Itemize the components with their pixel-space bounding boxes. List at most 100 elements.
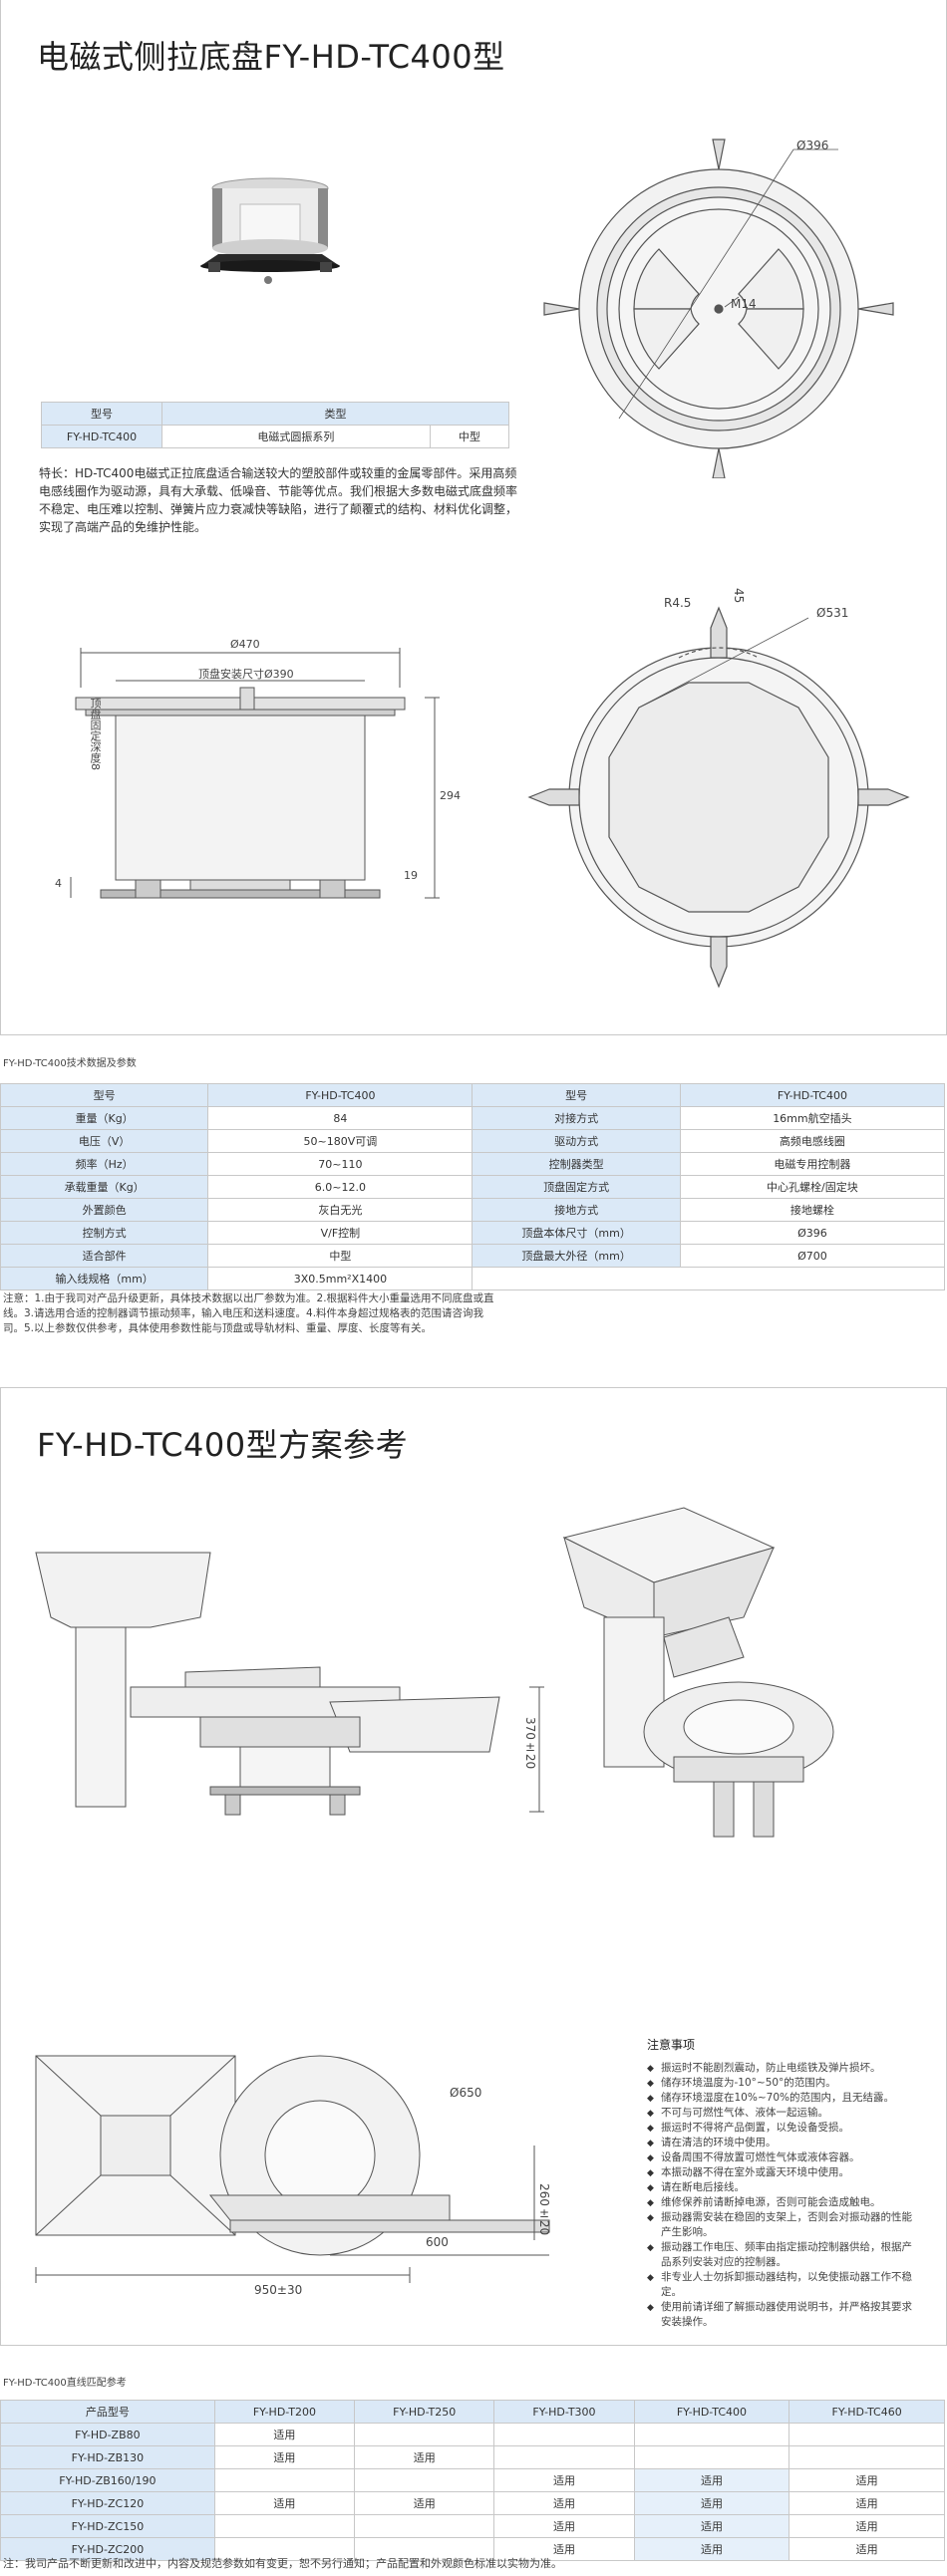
match-cell bbox=[493, 2423, 635, 2446]
spec-value: 3X0.5mm²X1400 bbox=[207, 1267, 474, 1290]
spec-row: 输入线规格（mm）3X0.5mm²X1400 bbox=[0, 1267, 945, 1290]
spec-label: 电压（V） bbox=[0, 1129, 209, 1153]
spec-value: 电磁专用控制器 bbox=[679, 1152, 946, 1176]
dim-depth: 顶盘固定深度8 bbox=[89, 698, 102, 770]
note-item: 振运时不能剧烈震动，防止电缆铁及弹片损坏。 bbox=[647, 2061, 916, 2077]
match-model-cell: FY-HD-ZB160/190 bbox=[0, 2468, 215, 2492]
note-item: 本振动器不得在室外或露天环境中使用。 bbox=[647, 2165, 916, 2181]
dim-d470: Ø470 bbox=[230, 638, 260, 651]
spec-value: 84 bbox=[207, 1106, 474, 1130]
match-cell: 适用 bbox=[633, 2468, 790, 2492]
dim-d531: Ø531 bbox=[816, 606, 849, 620]
spec-empty-cell bbox=[472, 1267, 945, 1290]
dim-w950: 950±30 bbox=[254, 2283, 303, 2297]
spec-label: 驱动方式 bbox=[472, 1129, 681, 1153]
match-cell: 适用 bbox=[789, 2537, 945, 2561]
dim-d396: Ø396 bbox=[796, 139, 829, 152]
spec-value: FY-HD-TC400 bbox=[207, 1083, 474, 1107]
solution-title: FY-HD-TC400型方案参考 bbox=[37, 1426, 409, 1464]
assembly-iso-drawing bbox=[562, 1507, 834, 1838]
spec-label: 频率（Hz） bbox=[0, 1152, 209, 1176]
match-model-cell: FY-HD-ZB80 bbox=[0, 2423, 215, 2446]
match-cell: 适用 bbox=[354, 2445, 495, 2469]
match-cell: 适用 bbox=[213, 2445, 356, 2469]
match-cell: 适用 bbox=[493, 2537, 635, 2561]
footer-note: 注：我司产品不断更新和改进中，内容及规范参数如有变更，恕不另行通知；产品配置和外… bbox=[3, 2557, 562, 2570]
match-cell bbox=[633, 2445, 790, 2469]
match-cell: 适用 bbox=[493, 2491, 635, 2515]
spec-value: V/F控制 bbox=[207, 1221, 474, 1245]
match-cell: 适用 bbox=[354, 2491, 495, 2515]
match-header-cell: 产品型号 bbox=[0, 2400, 215, 2424]
spec-caption: FY-HD-TC400技术数据及参数 bbox=[3, 1058, 137, 1069]
dim-4: 4 bbox=[55, 877, 62, 890]
spec-label: 控制器类型 bbox=[472, 1152, 681, 1176]
spec-row: 外置颜色灰白无光接地方式接地螺栓 bbox=[0, 1198, 946, 1222]
type-table-model: FY-HD-TC400 bbox=[41, 425, 162, 448]
spec-row: 电压（V）50~180V可调驱动方式高频电感线圈 bbox=[0, 1129, 946, 1153]
spec-label: 承载重量（Kg） bbox=[0, 1175, 209, 1199]
match-cell bbox=[633, 2423, 790, 2446]
assembly-side-drawing bbox=[35, 1552, 544, 1816]
match-cell bbox=[789, 2445, 945, 2469]
type-table-header-model: 型号 bbox=[41, 402, 162, 426]
match-cell: 适用 bbox=[633, 2491, 790, 2515]
type-table-header-type: 类型 bbox=[161, 402, 509, 426]
match-cell: 适用 bbox=[789, 2491, 945, 2515]
spec-label: 对接方式 bbox=[472, 1106, 681, 1130]
dim-r45: R4.5 bbox=[664, 596, 692, 610]
match-model-cell: FY-HD-ZC120 bbox=[0, 2491, 215, 2515]
spec-label: 外置颜色 bbox=[0, 1198, 209, 1222]
match-cell: 适用 bbox=[633, 2514, 790, 2538]
match-cell bbox=[354, 2514, 495, 2538]
spec-label: 控制方式 bbox=[0, 1221, 209, 1245]
match-cell: 适用 bbox=[633, 2537, 790, 2561]
features-text: 特长：HD-TC400电磁式正拉底盘适合输送较大的塑胶部件或较重的金属零部件。采… bbox=[39, 466, 518, 534]
note-item: 振动器需安装在稳固的支架上，否则会对振动器的性能产生影响。 bbox=[647, 2210, 916, 2240]
match-model-cell: FY-HD-ZB130 bbox=[0, 2445, 215, 2469]
dim-w600: 600 bbox=[426, 2235, 449, 2249]
solution-panel: FY-HD-TC400型方案参考 370±20 bbox=[0, 1387, 947, 2346]
note-item: 使用前请详细了解振动器使用说明书，并严格按其要求安装操作。 bbox=[647, 2300, 916, 2330]
spec-label: 型号 bbox=[472, 1083, 681, 1107]
bottom-view-drawing bbox=[527, 606, 910, 989]
match-cell bbox=[213, 2514, 356, 2538]
match-cell: 适用 bbox=[493, 2514, 635, 2538]
spec-value: 中型 bbox=[207, 1244, 474, 1268]
spec-label: 型号 bbox=[0, 1083, 209, 1107]
notes-box: 注意事项 振运时不能剧烈震动，防止电缆铁及弹片损坏。储存环境温度为-10°~50… bbox=[647, 2036, 916, 2330]
note-item: 请在断电后接线。 bbox=[647, 2180, 916, 2196]
side-view-drawing bbox=[70, 648, 440, 899]
spec-note: 注意：1.由于我司对产品升级更新，具体技术数据以出厂参数为准。2.根据料件大小重… bbox=[3, 1292, 494, 1334]
match-header-cell: FY-HD-T250 bbox=[354, 2400, 495, 2424]
dim-19: 19 bbox=[404, 869, 418, 882]
match-cell bbox=[213, 2468, 356, 2492]
spec-value: FY-HD-TC400 bbox=[679, 1083, 946, 1107]
spec-value: Ø396 bbox=[679, 1221, 946, 1245]
match-cell: 适用 bbox=[213, 2423, 356, 2446]
note-item: 振运时不得将产品倒置，以免设备受损。 bbox=[647, 2121, 916, 2137]
note-item: 请在清洁的环境中使用。 bbox=[647, 2136, 916, 2151]
match-caption: FY-HD-TC400直线匹配参考 bbox=[3, 2378, 127, 2389]
dim-m14: M14 bbox=[731, 297, 757, 311]
dim-45: 45 bbox=[732, 588, 746, 604]
spec-row: 适合部件中型顶盘最大外径（mm）Ø700 bbox=[0, 1244, 946, 1268]
top-view-drawing bbox=[543, 139, 894, 478]
notes-title: 注意事项 bbox=[647, 2038, 696, 2052]
match-header-cell: FY-HD-TC400 bbox=[633, 2400, 790, 2424]
type-table: 型号 类型 FY-HD-TC400 电磁式圆振系列 中型 bbox=[41, 402, 510, 448]
product-panel: 电磁式侧拉底盘FY-HD-TC400型 型号 类型 FY-HD-TC400 电磁… bbox=[0, 0, 947, 1035]
spec-label: 顶盘固定方式 bbox=[472, 1175, 681, 1199]
spec-value: 中心孔螺栓/固定块 bbox=[679, 1175, 946, 1199]
note-item: 维修保养前请断掉电源，否则可能会造成触电。 bbox=[647, 2195, 916, 2211]
